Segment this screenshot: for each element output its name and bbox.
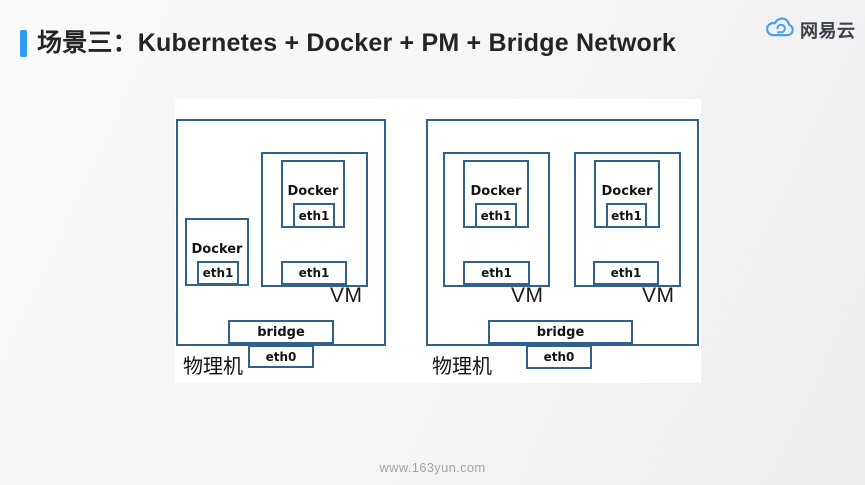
cloud-icon <box>764 16 797 44</box>
pm-left-vm-docker-label: Docker <box>287 184 339 199</box>
pm-left-label: 物理机 <box>183 356 243 378</box>
page-title: 场景三：Kubernetes + Docker + PM + Bridge Ne… <box>37 29 677 57</box>
pm-left-vm-label: VM <box>330 284 363 307</box>
pm-left-bridge-box: bridge <box>228 320 334 344</box>
pm-right-vm2-docker-label: Docker <box>601 184 653 199</box>
pm-right-vm2-eth1-box: eth1 <box>593 261 659 285</box>
pm-left-host-docker-label: Docker <box>191 242 243 257</box>
netease-cloud-logo: 网易云 <box>764 16 856 44</box>
pm-right-vm1-docker-label: Docker <box>470 184 522 199</box>
pm-right-vm1-eth1-box: eth1 <box>463 261 530 285</box>
pm-right-vm1-label: VM <box>511 284 544 307</box>
pm-left-host-docker-eth1-box: eth1 <box>197 261 239 285</box>
pm-left-vm-eth1-box: eth1 <box>281 261 347 285</box>
pm-right-bridge-box: bridge <box>488 320 633 344</box>
footer-url: www.163yun.com <box>379 460 486 475</box>
pm-right-vm1-docker-eth1-box: eth1 <box>475 203 517 228</box>
pm-right-eth0-box: eth0 <box>526 345 592 369</box>
pm-right-vm2-docker-eth1-box: eth1 <box>606 203 647 228</box>
logo-text: 网易云 <box>800 21 856 41</box>
pm-left-eth0-box: eth0 <box>248 345 314 368</box>
pm-left-vm-docker-eth1-box: eth1 <box>293 203 335 228</box>
pm-right-vm2-label: VM <box>642 284 675 307</box>
pm-right-label: 物理机 <box>432 356 492 378</box>
title-accent-bar <box>20 30 27 57</box>
